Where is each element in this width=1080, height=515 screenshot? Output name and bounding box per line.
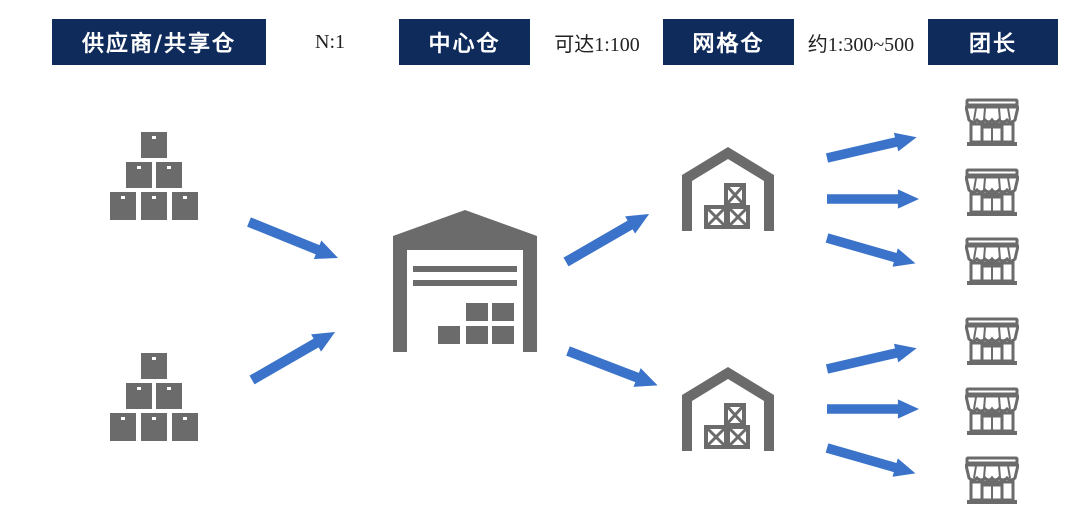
arrow-grid-bottom-to-shop-6 — [824, 438, 919, 483]
storefront-icon-3 — [965, 237, 1019, 287]
storefront-icon-2 — [965, 168, 1019, 218]
central-warehouse-label: 中心仓 — [399, 19, 530, 65]
arrow-grid-top-to-shop-1 — [824, 127, 919, 168]
ratio-center-to-grid: 可达1:100 — [554, 33, 640, 56]
arrow-grid-bottom-to-shop-4 — [824, 338, 919, 379]
grid-warehouse-label: 网格仓 — [663, 19, 794, 65]
warehouse-icon — [393, 210, 537, 352]
storefront-icon-6 — [965, 456, 1019, 506]
arrow-center-to-grid-bottom — [564, 341, 662, 395]
ratio-supplier-to-center: N:1 — [315, 30, 345, 53]
supplier-shared-warehouse-label: 供应商/共享仓 — [52, 19, 266, 65]
storefront-icon-4 — [965, 317, 1019, 367]
arrow-grid-top-to-shop-2 — [827, 189, 919, 209]
storefront-icon-1 — [965, 98, 1019, 148]
arrow-supplier-bottom-to-center — [247, 323, 341, 389]
ratio-grid-to-leader: 约1:300~500 — [807, 33, 915, 56]
box-pyramid-icon-bottom — [110, 353, 198, 441]
arrow-grid-top-to-shop-3 — [824, 228, 919, 273]
arrow-supplier-top-to-center — [245, 212, 342, 268]
barn-warehouse-icon-top — [682, 147, 774, 231]
arrow-grid-bottom-to-shop-5 — [827, 399, 919, 419]
barn-warehouse-icon-bottom — [682, 367, 774, 451]
box-pyramid-icon-top — [110, 132, 198, 220]
group-leader-label: 团长 — [928, 19, 1058, 65]
arrow-center-to-grid-top — [561, 205, 655, 271]
storefront-icon-5 — [965, 387, 1019, 437]
